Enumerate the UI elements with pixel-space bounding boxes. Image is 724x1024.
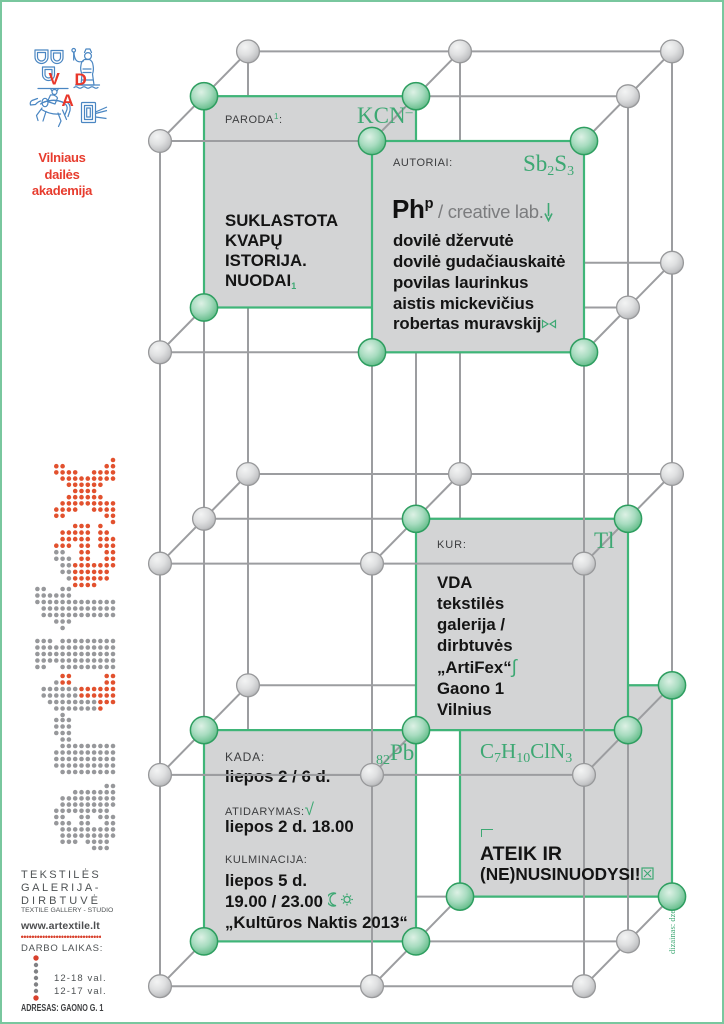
- svg-text:V: V: [49, 70, 61, 89]
- svg-text:D: D: [75, 70, 87, 89]
- svg-text:A: A: [62, 91, 74, 110]
